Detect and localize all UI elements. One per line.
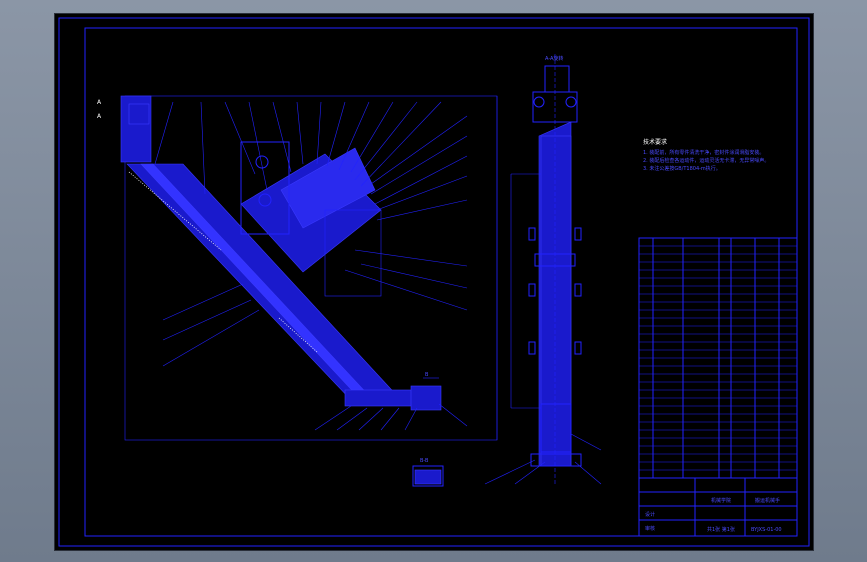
tech-requirement-line-2: 2. 装配后检查各运动件，运动灵活无卡滞，无异常噪声。 (643, 157, 769, 164)
tech-requirement-line-3: 3. 未注公差按GB/T1804-m执行。 (643, 165, 721, 172)
tech-requirements-title: 技术要求 (643, 138, 667, 146)
title-block-name: 搬运机械手 (755, 497, 780, 504)
detail-view-label: B-B (420, 458, 429, 464)
side-view-label: A-A旋转 (545, 55, 563, 62)
title-block-company: 机械学院 (711, 497, 731, 504)
sheet-outer-border (58, 17, 810, 547)
title-block-checker: 审核 (645, 525, 655, 532)
main-section-view: A A (97, 95, 498, 441)
side-view-column: A-A旋转 (484, 54, 602, 485)
title-block-designer: 设计 (645, 511, 655, 518)
tech-requirement-line-1: 1. 装配前，所有零件清洗干净，密封件涂润滑脂安装。 (643, 149, 764, 156)
title-block-sheet: 共1张 第1张 (707, 526, 735, 533)
title-block-drawing-number: BYJXS-01-00 (751, 527, 782, 533)
parts-list-table (638, 237, 798, 479)
section-cut-mark-a: A (97, 99, 102, 106)
title-block: 搬运机械手 BYJXS-01-00 机械学院 共1张 第1张 设计 审核 (638, 477, 798, 537)
cad-drawing-canvas[interactable]: A A B-B B A-A旋转 技术要求 (55, 14, 813, 550)
technical-requirements: 技术要求 1. 装配前，所有零件清洗干净，密封件涂润滑脂安装。 2. 装配后检查… (643, 138, 769, 172)
cad-drawing-viewport[interactable]: A A B-B B A-A旋转 技术要求 (54, 13, 814, 551)
section-cut-mark-a-lower: A (97, 113, 102, 120)
svg-text:B: B (425, 372, 429, 378)
detail-view-b: B-B B (412, 372, 444, 487)
